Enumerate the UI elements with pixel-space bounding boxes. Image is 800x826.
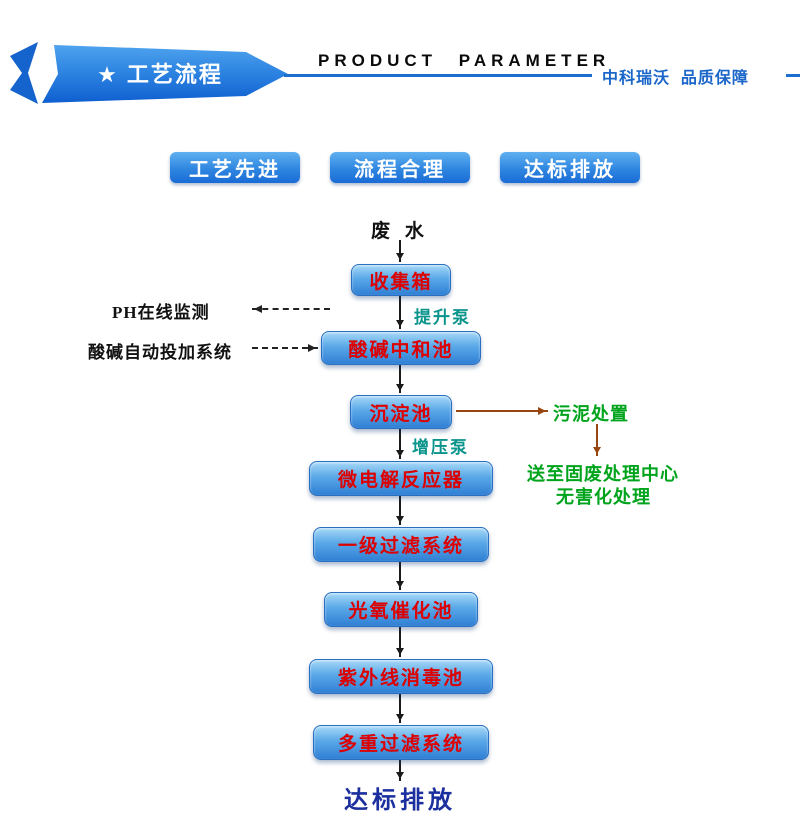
annotation-dosing-system: 酸碱自动投加系统	[88, 343, 232, 362]
flow-node-label: 酸碱中和池	[348, 339, 454, 361]
sludge-arrow-down-icon	[593, 424, 601, 456]
annotation-ph-monitor: PH在线监测	[112, 303, 210, 322]
flow-node-label: 紫外线消毒池	[337, 668, 464, 689]
flow-start-wastewater: 废 水	[371, 221, 429, 242]
arrow-down-icon	[396, 626, 404, 657]
arrow-down-icon	[396, 428, 404, 459]
arrow-down-icon	[396, 561, 404, 590]
dashed-arrow-left-icon	[252, 305, 330, 313]
badge-label: 流程合理	[354, 159, 446, 181]
flow-node-multi-filter-system: 多重过滤系统	[313, 725, 489, 760]
arrow-down-icon	[396, 693, 404, 723]
flow-node-primary-filter-system: 一级过滤系统	[313, 527, 489, 562]
flow-node-label: 多重过滤系统	[337, 734, 464, 755]
flow-node-label: 光氧催化池	[348, 601, 454, 622]
badge-label: 达标排放	[524, 159, 616, 181]
arrow-down-icon	[396, 240, 404, 262]
header-rule-right	[786, 74, 800, 77]
header-rule-left	[284, 74, 592, 77]
flow-node-photooxidation-pool: 光氧催化池	[324, 592, 478, 627]
flow-node-label: 微电解反应器	[337, 470, 464, 491]
flow-node-label: 沉淀池	[369, 403, 433, 425]
badge-label: 工艺先进	[189, 159, 281, 181]
banner-ribbon: ★ 工艺流程	[10, 42, 288, 104]
badge-reasonable-flow: 流程合理	[330, 152, 470, 183]
header-english-title: PRODUCT PARAMETER	[318, 51, 611, 70]
flow-node-collection-box: 收集箱	[351, 264, 451, 296]
banner-chevron-icon	[10, 42, 38, 104]
annotation-sludge-disposal: 污泥处置	[553, 404, 629, 424]
flow-end-standard-discharge: 达标排放	[344, 788, 456, 814]
arrow-down-icon	[396, 759, 404, 781]
badge-advanced-process: 工艺先进	[170, 152, 300, 183]
flow-node-uv-disinfection-pool: 紫外线消毒池	[309, 659, 493, 694]
pump-label-lift-pump: 提升泵	[414, 308, 471, 327]
pump-label-booster-pump: 增压泵	[412, 438, 469, 457]
banner-title: ★ 工艺流程	[97, 62, 223, 87]
flow-node-label: 一级过滤系统	[337, 536, 464, 557]
banner-arrow-shape	[42, 45, 288, 103]
flow-node-microelectrolysis-reactor: 微电解反应器	[309, 461, 493, 496]
flow-node-sedimentation-pool: 沉淀池	[350, 395, 452, 429]
annotation-sludge-destination-line2: 无害化处理	[556, 487, 651, 507]
arrow-down-icon	[396, 364, 404, 393]
arrow-down-icon	[396, 296, 404, 329]
brand-slogan: 中科瑞沃 品质保障	[602, 70, 749, 87]
sludge-arrow-right-icon	[456, 407, 548, 415]
flow-node-neutralization-pool: 酸碱中和池	[321, 331, 481, 365]
badge-standard-discharge: 达标排放	[500, 152, 640, 183]
flow-node-label: 收集箱	[369, 271, 433, 293]
annotation-sludge-destination-line1: 送至固废处理中心	[527, 464, 679, 484]
dashed-arrow-right-icon	[252, 344, 318, 352]
arrow-down-icon	[396, 495, 404, 525]
